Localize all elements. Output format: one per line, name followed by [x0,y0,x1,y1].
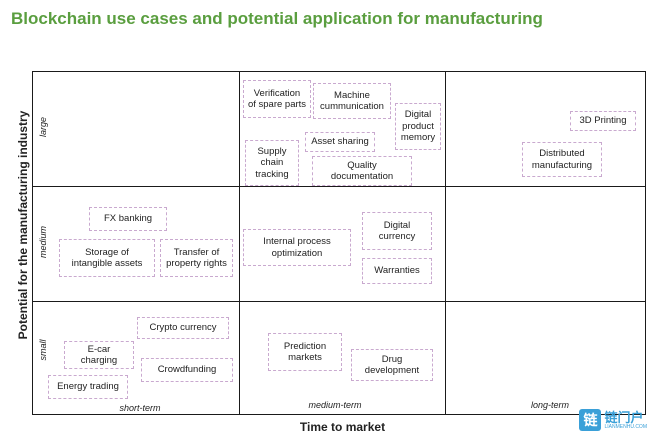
use-case-machine-communication: Machine cummunication [313,83,391,119]
row-label-small: small [38,339,48,361]
column-label-short-term: short-term [119,403,161,413]
watermark-text-group: 链门户 LIANMENHU.COM [604,411,647,430]
use-case-digital-currency: Digital currency [362,212,432,250]
row-label-large: large [38,117,48,138]
use-case-digital-product-memory: Digital product memory [395,103,441,150]
use-case-quality-documentation: Quality documentation [312,156,412,186]
column-label-medium-term: medium-term [308,400,362,410]
matrix-frame [32,71,646,415]
y-axis-label: Potential for the manufacturing industry [16,110,30,340]
x-axis-label: Time to market [299,420,386,434]
use-case-drug-development: Drug development [351,349,433,381]
use-case-asset-sharing: Asset sharing [305,132,375,152]
use-case-internal-process-optimization: Internal process optimization [243,229,351,266]
column-label-long-term: long-term [530,400,569,410]
page-title: Blockchain use cases and potential appli… [11,9,543,28]
use-case-verification: Verification of spare parts [243,80,311,118]
use-case-crowdfunding: Crowdfunding [141,358,233,382]
use-case-fx-banking: FX banking [89,207,167,231]
use-case-transfer-property-rights: Transfer of property rights [160,239,233,277]
use-case-3d-printing: 3D Printing [570,111,636,131]
use-case-prediction-markets: Prediction markets [268,333,342,371]
watermark-text: 链门户 [604,409,644,425]
use-case-storage-intangible-assets: Storage of intangible assets [59,239,155,277]
column-divider-1 [239,71,240,415]
use-case-supply-chain-tracking: Supply chain tracking [245,140,299,186]
column-divider-2 [445,71,446,415]
chain-logo-icon: 链 [579,409,602,431]
use-case-e-car-charging: E-car charging [64,341,134,369]
use-case-distributed-manufacturing: Distributed manufacturing [522,142,602,177]
use-case-crypto-currency: Crypto currency [137,317,229,339]
use-case-warranties: Warranties [362,258,432,284]
watermark-subtext: LIANMENHU.COM [604,423,647,430]
row-divider-2 [32,301,646,302]
watermark-logo: 链 链门户 LIANMENHU.COM [579,409,647,431]
use-case-energy-trading: Energy trading [48,375,128,399]
row-divider-1 [32,186,646,187]
row-label-medium: medium [38,226,48,259]
